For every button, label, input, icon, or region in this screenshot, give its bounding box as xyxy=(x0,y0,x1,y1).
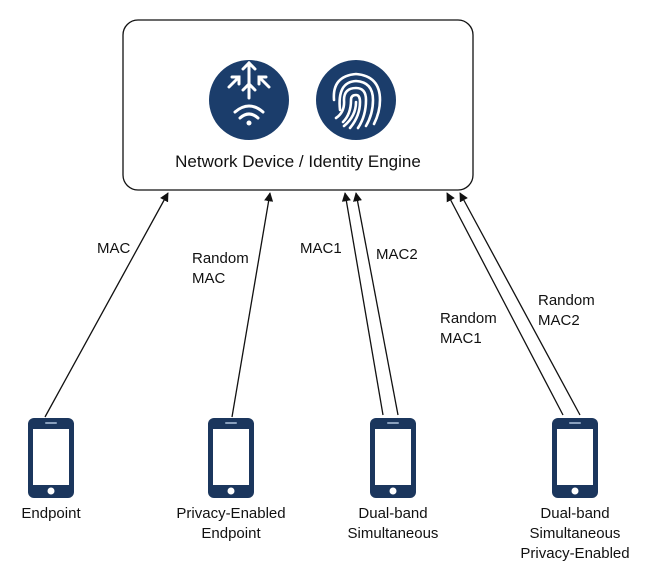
arrow-mac xyxy=(44,192,169,418)
arrow-random-mac2 xyxy=(459,192,581,416)
arrow-mac1 xyxy=(341,192,384,416)
arrow-random-mac1 xyxy=(446,192,564,416)
engine-title: Network Device / Identity Engine xyxy=(175,152,421,171)
connection-arrows xyxy=(44,192,581,418)
device-label: Endpoint xyxy=(21,505,81,522)
phone-icon xyxy=(28,418,74,498)
phone-icon xyxy=(370,418,416,498)
network-arrows-wifi-icon xyxy=(209,60,289,140)
link-label: MAC xyxy=(97,240,131,257)
device-endpoint: Endpoint xyxy=(21,418,81,522)
arrow-random-mac xyxy=(231,192,274,418)
fingerprint-icon xyxy=(316,60,396,140)
arrow-mac2 xyxy=(353,192,399,416)
link-label: MAC1 xyxy=(300,240,342,257)
phone-icon xyxy=(552,418,598,498)
link-label: MAC2 xyxy=(376,246,418,263)
phone-icon xyxy=(208,418,254,498)
identity-engine-box: Network Device / Identity Engine xyxy=(122,19,474,191)
